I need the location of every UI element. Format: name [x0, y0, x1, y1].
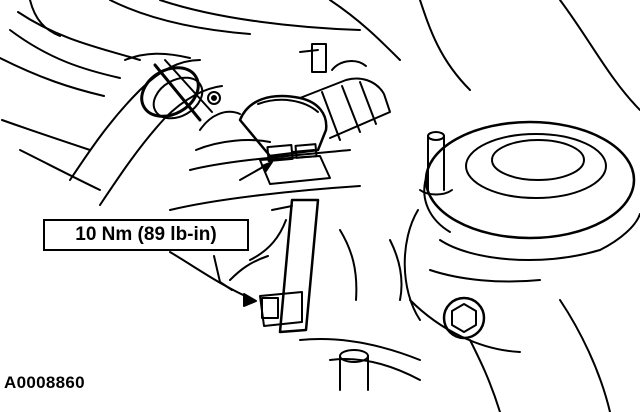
egr-valve [403, 120, 640, 412]
sensor-connector [238, 43, 391, 158]
figure-id: A0008860 [4, 373, 85, 392]
vacuum-port [419, 131, 453, 196]
callout-leaders [169, 161, 273, 307]
hex-bolt [442, 296, 486, 340]
coolant-hose [69, 52, 223, 206]
throttle-body-area [169, 110, 361, 211]
wiring-harness [0, 0, 640, 191]
mounting-bracket [229, 198, 320, 334]
torque-callout-box: 10 Nm (89 lb-in) [43, 219, 249, 251]
lower-components [299, 229, 421, 391]
